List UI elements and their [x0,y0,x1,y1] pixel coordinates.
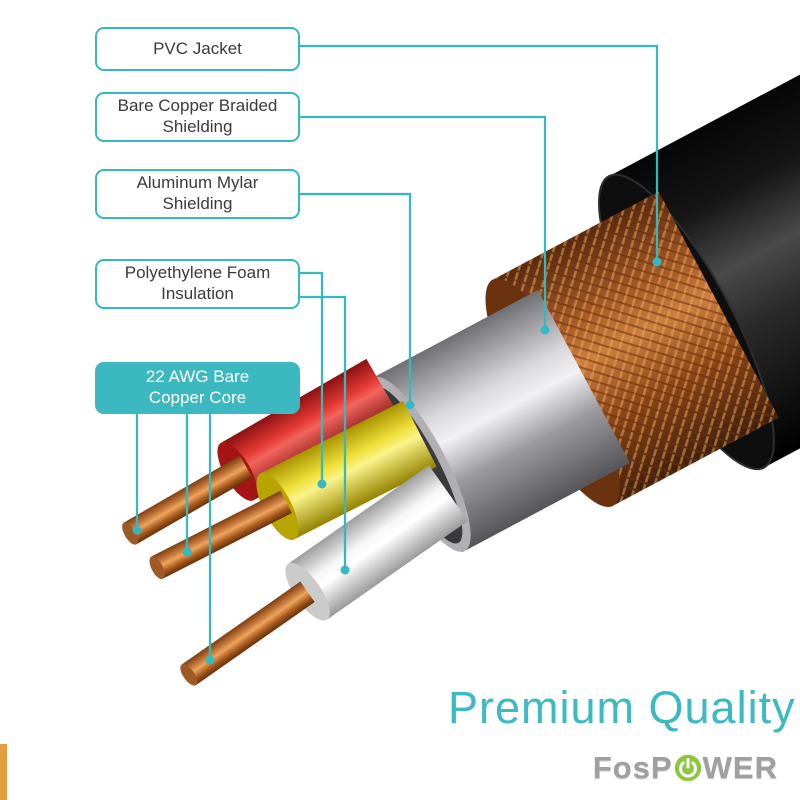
marker-dot-core-2 [182,547,192,557]
marker-dot-foam-white [340,565,350,575]
leader-dots [132,257,662,665]
power-plug-icon [674,754,702,782]
label-copper-core: 22 AWG Bare Copper Core [95,362,300,414]
brand-text-prefix: FosP [592,750,673,785]
brand-text-suffix: WER [702,750,778,785]
leader-line-foam-white [300,295,347,570]
label-pvc-jacket: PVC Jacket [95,27,300,71]
marker-dot-aluminum-mylar [405,400,415,410]
marker-dot-pvc-jacket [652,257,662,267]
leader-lines [135,44,659,660]
label-pvc-jacket-text: PVC Jacket [153,38,242,58]
page-edge-accent [0,744,7,800]
label-foam-insulation: Polyethylene Foam Insulation [95,259,300,309]
leader-line-aluminum-mylar [300,192,412,405]
wire-yellow [149,400,437,580]
leader-line-foam-yellow [300,271,324,484]
label-foam-insulation-text: Polyethylene Foam Insulation [124,263,271,303]
label-copper-core-text: 22 AWG Bare Copper Core [145,367,250,407]
leader-line-pvc-jacket [300,44,659,262]
label-aluminum-mylar: Aluminum Mylar Shielding [95,169,300,219]
marker-dot-core-3 [205,655,215,665]
label-aluminum-mylar-text: Aluminum Mylar Shielding [136,173,259,213]
label-copper-braid: Bare Copper Braided Shielding [95,92,300,142]
marker-dot-core-1 [132,525,142,535]
marker-dot-foam-yellow [317,479,327,489]
tagline: Premium Quality [448,682,796,733]
label-copper-braid-text: Bare Copper Braided Shielding [117,96,278,136]
wire-white [180,465,468,686]
marker-dot-copper-braid [540,325,550,335]
leader-line-copper-braid [300,115,547,330]
fospower-logo: FosP WER [593,750,778,786]
